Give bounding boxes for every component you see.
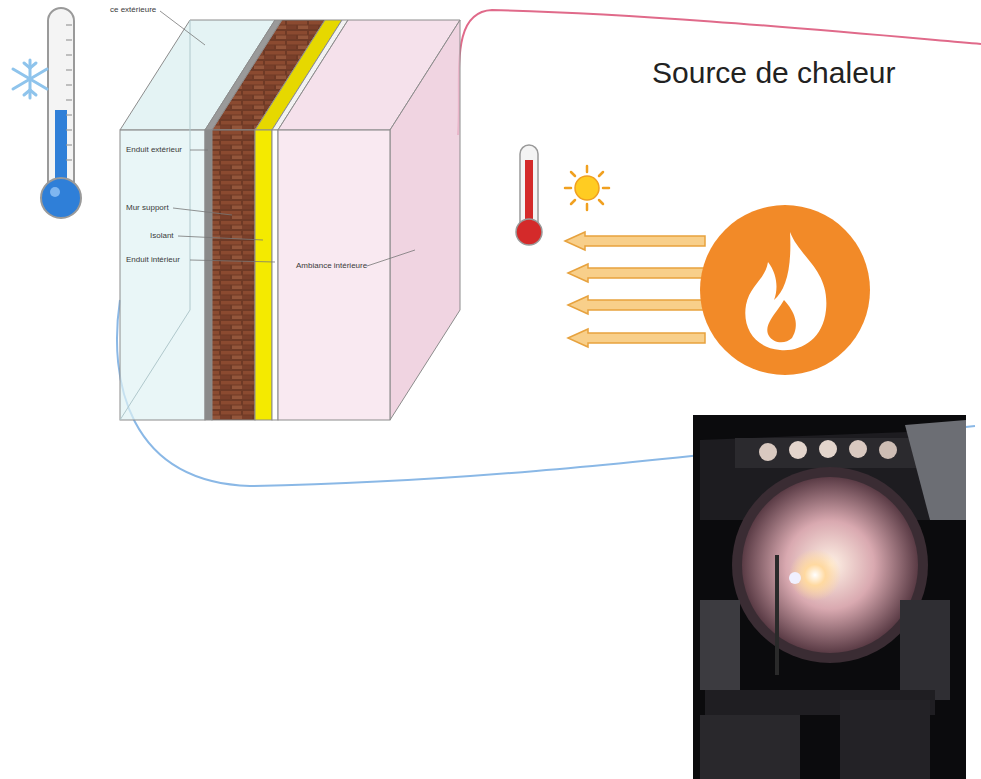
heat-arrows <box>565 232 705 347</box>
fire-icon <box>700 205 870 375</box>
leader-lines <box>160 11 415 266</box>
heat-source-label: Source de chaleur <box>652 56 896 89</box>
region-label: Ambiance intérieure <box>296 262 367 271</box>
heat-link-curve <box>458 10 981 135</box>
layer-label: Enduit extérieur <box>126 146 182 155</box>
layer-label: Isolant <box>150 232 174 241</box>
region-label: ce extérieure <box>110 6 156 15</box>
cold-thermometer <box>41 8 81 218</box>
snowflake-icon <box>13 60 47 98</box>
layer-label: Mur support <box>126 204 169 213</box>
apparatus-photo <box>693 415 966 779</box>
layer-label: Enduit intérieur <box>126 256 180 265</box>
sun-icon <box>565 166 609 210</box>
wall-section <box>120 20 460 420</box>
hot-thermometer <box>516 145 542 245</box>
